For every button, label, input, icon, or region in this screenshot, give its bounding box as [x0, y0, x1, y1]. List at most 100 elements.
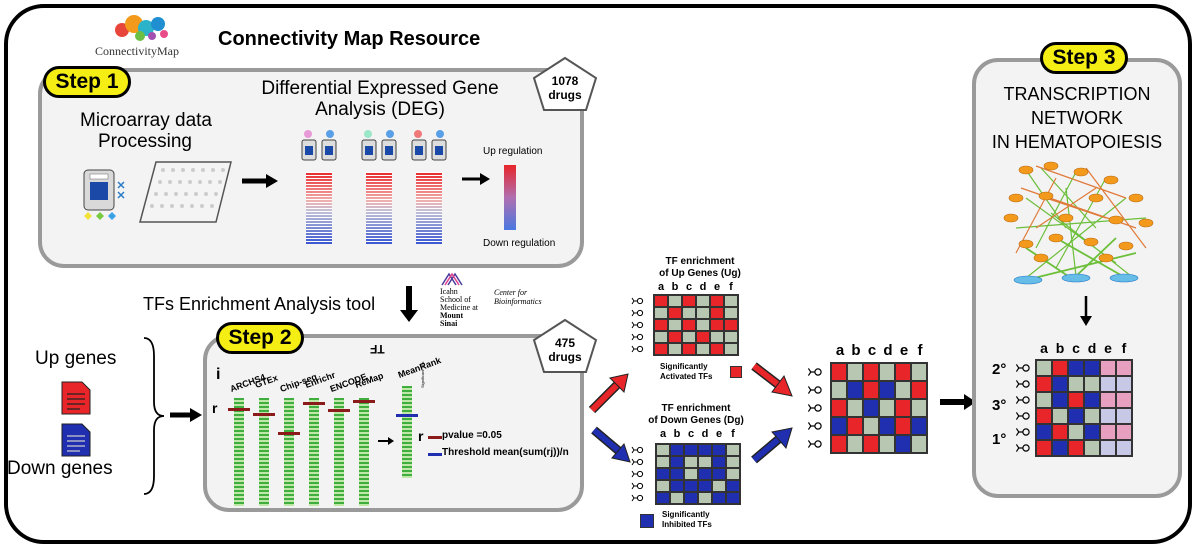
grid-cell: [724, 295, 738, 307]
deg-label-line1: Differential Expressed Gene: [261, 78, 499, 99]
grid-cell: [696, 295, 710, 307]
down-enrichment-title-2: of Down Genes (Dg): [648, 415, 744, 426]
grid-cell: [831, 417, 847, 435]
meanrank-column: [402, 386, 412, 478]
library-column: [359, 398, 369, 506]
grid-cell: [668, 343, 682, 355]
drug-molecule-icon: [1015, 396, 1030, 404]
arrow-into-step2-icon: [170, 408, 202, 422]
red-arrow-combine-icon: [751, 362, 793, 397]
up-enrichment-title-1: TF enrichment: [665, 256, 735, 267]
grid-cell: [726, 456, 740, 468]
grid-cell: [895, 399, 911, 417]
brace-icon: [143, 337, 165, 495]
grid-cell: [668, 307, 682, 319]
grid-cell: [656, 444, 670, 456]
grid-cell: [1084, 376, 1100, 392]
grid-cell: [698, 480, 712, 492]
grid-cell: [879, 399, 895, 417]
grid-cell: [911, 435, 927, 453]
grid-cell: [682, 307, 696, 319]
grid-cell: [895, 435, 911, 453]
deg-heatmap-bars: [300, 120, 450, 245]
grid-cell: [1116, 360, 1132, 376]
grid-cell: [712, 468, 726, 480]
arrow-to-step3-icon: [940, 394, 976, 410]
drug-molecule-icon: [631, 297, 644, 305]
tf-tool-label: TFs Enrichment Analysis tool: [143, 294, 376, 314]
grid-cell: [698, 468, 712, 480]
blue-arrow-combine-icon: [751, 427, 793, 464]
significant-tfs-label: Significant TFs: [420, 361, 425, 388]
grid-cell: [1036, 392, 1052, 408]
icahn-logo-icon: [441, 272, 463, 286]
grid-cell: [684, 456, 698, 468]
grid-cell: [847, 363, 863, 381]
grid-cell: [895, 363, 911, 381]
grid-cell: [726, 480, 740, 492]
grid-cell: [1100, 376, 1116, 392]
grid-cell: [696, 307, 710, 319]
grid-cell: [726, 444, 740, 456]
grid-cell: [696, 343, 710, 355]
grid-cell: [911, 417, 927, 435]
up-caption-1: Significantly: [660, 362, 708, 371]
r-axis-label: r: [212, 400, 218, 416]
threshold-marker: [303, 402, 325, 405]
grid-cell: [1052, 360, 1068, 376]
grid-cell: [656, 456, 670, 468]
grid-cell: [1052, 392, 1068, 408]
column-header: a: [835, 342, 845, 359]
column-header: d: [883, 342, 893, 359]
library-column: [334, 398, 344, 506]
column-header: d: [701, 428, 709, 440]
step3-title-1: TRANSCRIPTION: [1003, 84, 1151, 104]
step2-drugs-count: 475: [554, 336, 576, 350]
grid-cell: [654, 295, 668, 307]
down-regulation-label: Down regulation: [483, 238, 556, 249]
grid-cell: [1052, 424, 1068, 440]
grid-cell: [668, 331, 682, 343]
grid-cell: [1068, 424, 1084, 440]
column-header: c: [685, 281, 693, 293]
step2-drugs-pentagon-icon: [532, 318, 598, 373]
grid-cell: [1084, 424, 1100, 440]
grid-cell: [863, 417, 879, 435]
drug-molecule-icon: [631, 458, 644, 466]
grid-cell: [1100, 424, 1116, 440]
grid-cell: [879, 381, 895, 399]
column-header: f: [917, 342, 923, 359]
microarray-label-line1: Microarray data: [80, 110, 212, 131]
grid-cell: [1036, 424, 1052, 440]
deg-label-line2: Analysis (DEG): [315, 99, 445, 120]
grid-cell: [698, 456, 712, 468]
grid-cell: [1052, 408, 1068, 424]
library-column: [259, 398, 269, 506]
rank-label-3: 3°: [992, 397, 1007, 414]
column-header: a: [659, 428, 667, 440]
down-caption-1: Significantly: [662, 510, 710, 519]
step2-drugs-label: drugs: [548, 350, 582, 364]
threshold-marker: [353, 400, 375, 403]
legend-r-label: r: [418, 428, 424, 444]
down-genes-label: Down genes: [7, 458, 113, 479]
down-caption-2: Inhibited TFs: [662, 520, 712, 529]
grid-cell: [1068, 376, 1084, 392]
grid-cell: [656, 468, 670, 480]
library-column: [284, 398, 294, 506]
drug-molecule-icon: [807, 404, 822, 412]
blue-arrow-down-icon: [591, 426, 631, 463]
column-header: e: [713, 281, 721, 293]
pvalue-legend-swatch: [428, 436, 442, 439]
grid-cell: [1116, 440, 1132, 456]
combined-grid: [830, 362, 928, 454]
column-header: d: [699, 281, 707, 293]
grid-cell: [682, 331, 696, 343]
grid-cell: [668, 319, 682, 331]
step3-badge: Step 3: [1040, 42, 1128, 74]
step3-grid: [1035, 359, 1133, 457]
grid-cell: [710, 343, 724, 355]
grid-cell: [831, 399, 847, 417]
